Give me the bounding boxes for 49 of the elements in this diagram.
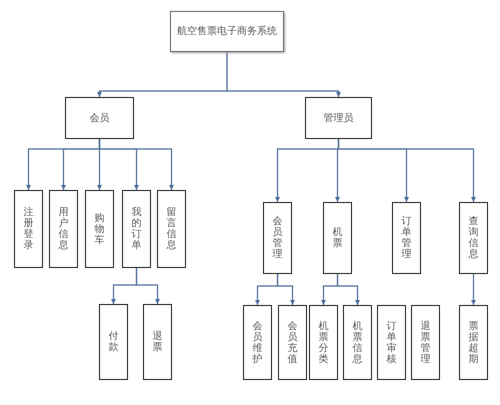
process-box [170,11,284,52]
box-label: 机票 [332,227,342,249]
arrow [226,52,341,97]
process-box [243,305,272,380]
box-label: 航空售票电子商务系统 [177,25,277,38]
arrow [471,274,476,305]
box-label: 我的订单 [132,207,142,251]
arrow [338,139,476,202]
box-label: 票据超期 [468,320,478,364]
box-label: 订单管理 [402,216,412,260]
process-box [122,190,151,268]
box-label: 购物车 [94,212,104,246]
box-label: 机票信息 [352,320,362,364]
arrow [98,139,174,190]
box-label: 会员管理 [272,216,282,260]
process-box [65,97,134,139]
process-box [305,97,372,139]
box-label: 退票 [152,331,162,353]
process-box [278,305,307,380]
box-label: 付款 [108,331,118,353]
box-label: 留言信息 [166,207,176,251]
process-box [143,304,172,380]
arrow [276,274,295,305]
process-box [157,190,186,268]
process-box [411,305,440,380]
process-box [343,305,372,380]
box-label: 查询信息 [468,216,478,260]
box-label: 会员 [90,112,110,124]
box-label: 管理员 [324,112,354,124]
box-label: 注册登录 [24,207,34,251]
box-label: 会员维护 [252,320,262,364]
process-box [99,304,128,380]
box-label: 退票管理 [420,320,430,364]
process-box [14,190,43,268]
process-box [49,190,78,268]
box-label: 会员充值 [288,320,298,364]
box-label: 机票分类 [318,320,328,364]
arrow [136,268,160,304]
process-box [309,305,338,380]
box-label: 用户信息 [58,207,68,251]
box-label: 订单审核 [386,320,396,364]
process-box [85,190,114,268]
process-box [459,202,488,274]
process-box [377,305,406,380]
arrow [336,274,360,305]
process-box [392,202,421,274]
process-box [323,202,352,274]
process-box [263,202,292,274]
process-box [459,305,488,380]
